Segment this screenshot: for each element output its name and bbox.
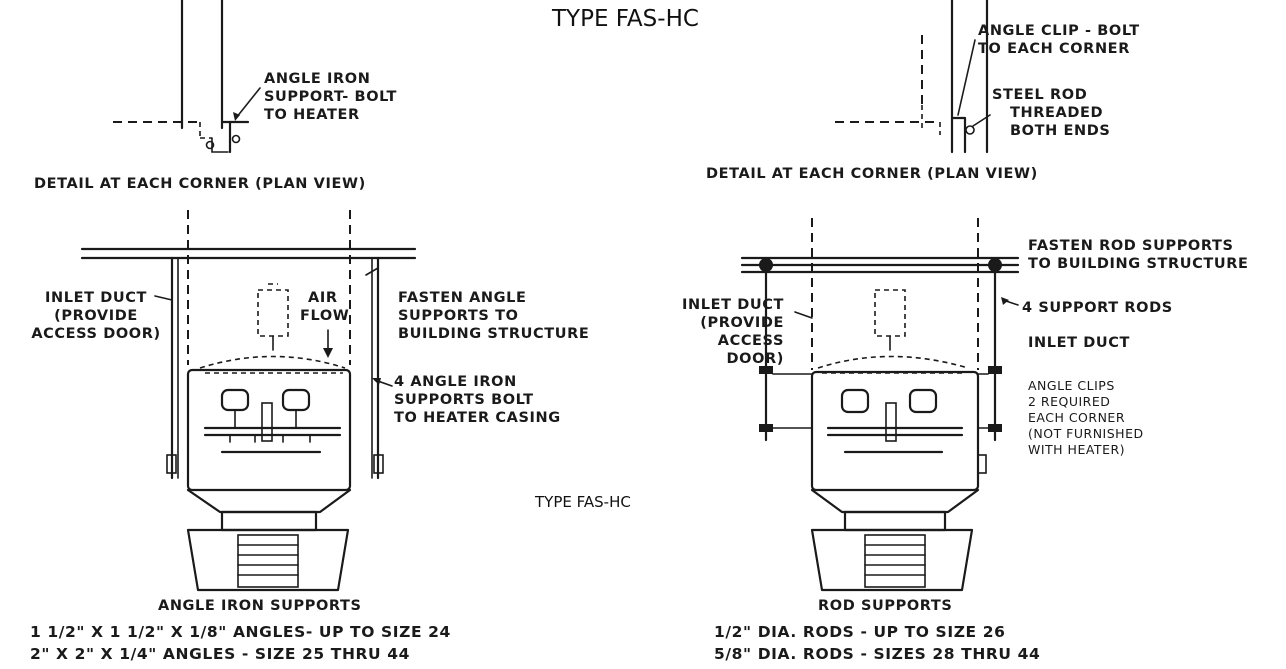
left-motor-2 [281, 388, 311, 412]
left-hopper [186, 488, 352, 514]
left-diffuser [186, 528, 350, 592]
right-plan-clip [950, 116, 967, 154]
left-elevation [80, 210, 417, 592]
right-angle-clips-label: ANGLE CLIPS 2 REQUIRED EACH CORNER (NOT … [1028, 378, 1144, 457]
right-clip-upper-left [759, 366, 773, 374]
right-spec-line-1: 1/2" DIA. RODS - UP TO SIZE 26 [714, 623, 1006, 641]
left-airflow-arrow-head [323, 348, 333, 358]
right-hopper-neck [843, 510, 947, 532]
left-heater-casing [186, 368, 352, 492]
right-inlet-duct-left-label: INLET DUCT (PROVIDE ACCESS DOOR) [682, 297, 784, 367]
left-air-flow-label: AIR FLOW [300, 290, 350, 324]
left-supports-label: 4 ANGLE IRON SUPPORTS BOLT TO HEATER CAS… [394, 374, 561, 426]
right-airflow-motor-outline [874, 289, 906, 337]
right-support-rods-label: 4 SUPPORT RODS [1022, 300, 1173, 316]
right-spec-line-2: 5/8" DIA. RODS - SIZES 28 THRU 44 [714, 645, 1041, 663]
right-heater-casing [810, 370, 980, 492]
left-fasten-leader [365, 267, 379, 276]
right-elevation [740, 218, 1020, 592]
right-plan-caption: DETAIL AT EACH CORNER (PLAN VIEW) [706, 166, 1038, 182]
left-bolt-block-right [373, 454, 384, 474]
left-spec-title: ANGLE IRON SUPPORTS [158, 598, 362, 614]
right-rod-anchor-left [759, 258, 773, 272]
right-access-block [977, 454, 987, 474]
right-inlet-duct-label: INLET DUCT [1028, 335, 1130, 351]
left-airflow-motor-outline [257, 289, 289, 337]
left-dome-dashed [199, 355, 346, 369]
left-plan-callout: ANGLE IRON SUPPORT- BOLT TO HEATER [264, 71, 398, 123]
right-motor-2 [908, 388, 938, 414]
left-plan-leader [235, 87, 261, 119]
left-plan-detail [113, 0, 261, 154]
right-hopper [810, 488, 980, 514]
page-title: TYPE FAS-HC [552, 6, 699, 32]
right-fasten-label: FASTEN ROD SUPPORTS TO BUILDING STRUCTUR… [1028, 238, 1249, 272]
right-plan-clip-leader [957, 39, 976, 116]
left-diffuser-louvers [237, 534, 299, 588]
right-pulley [885, 402, 897, 442]
left-hopper-neck [220, 510, 318, 532]
right-diffuser [810, 528, 974, 592]
left-spec-line-1: 1 1/2" X 1 1/2" X 1/8" ANGLES- UP TO SIZ… [30, 623, 451, 641]
right-rod-anchor-right [988, 258, 1002, 272]
left-fasten-label: FASTEN ANGLE SUPPORTS TO BUILDING STRUCT… [398, 290, 590, 342]
right-spec-title: ROD SUPPORTS [818, 598, 953, 614]
right-rod-callout: STEEL ROD THREADED BOTH ENDS [992, 87, 1111, 139]
left-plan-bolt-2 [231, 134, 241, 144]
left-inlet-duct-label: INLET DUCT (PROVIDE ACCESS DOOR) [31, 290, 161, 342]
right-dome-dashed [817, 355, 969, 369]
right-clip-lower-left [759, 424, 773, 432]
right-clip-callout: ANGLE CLIP - BOLT TO EACH CORNER [978, 23, 1140, 57]
right-clip-lower-right [988, 424, 1002, 432]
left-spec-line-2: 2" X 2" X 1/4" ANGLES - SIZE 25 THRU 44 [30, 645, 411, 663]
center-caption: TYPE FAS-HC [535, 493, 631, 511]
left-bolt-block-left [166, 454, 177, 474]
right-plan-rod-leader [972, 114, 991, 127]
left-plan-leader-arrow [233, 112, 240, 121]
right-diffuser-louvers [864, 534, 926, 588]
right-inlet-leader [794, 311, 813, 319]
right-clip-upper-right [988, 366, 1002, 374]
left-plan-caption: DETAIL AT EACH CORNER (PLAN VIEW) [34, 176, 366, 192]
right-motor-1 [840, 388, 870, 414]
left-plan-bolt-1 [205, 140, 215, 150]
left-pulley [261, 402, 273, 442]
right-plan-rod [965, 125, 975, 135]
left-plan-bracket [211, 137, 229, 153]
left-motor-1 [220, 388, 250, 412]
right-plan-detail [835, 0, 991, 154]
left-inlet-leader [154, 295, 173, 301]
